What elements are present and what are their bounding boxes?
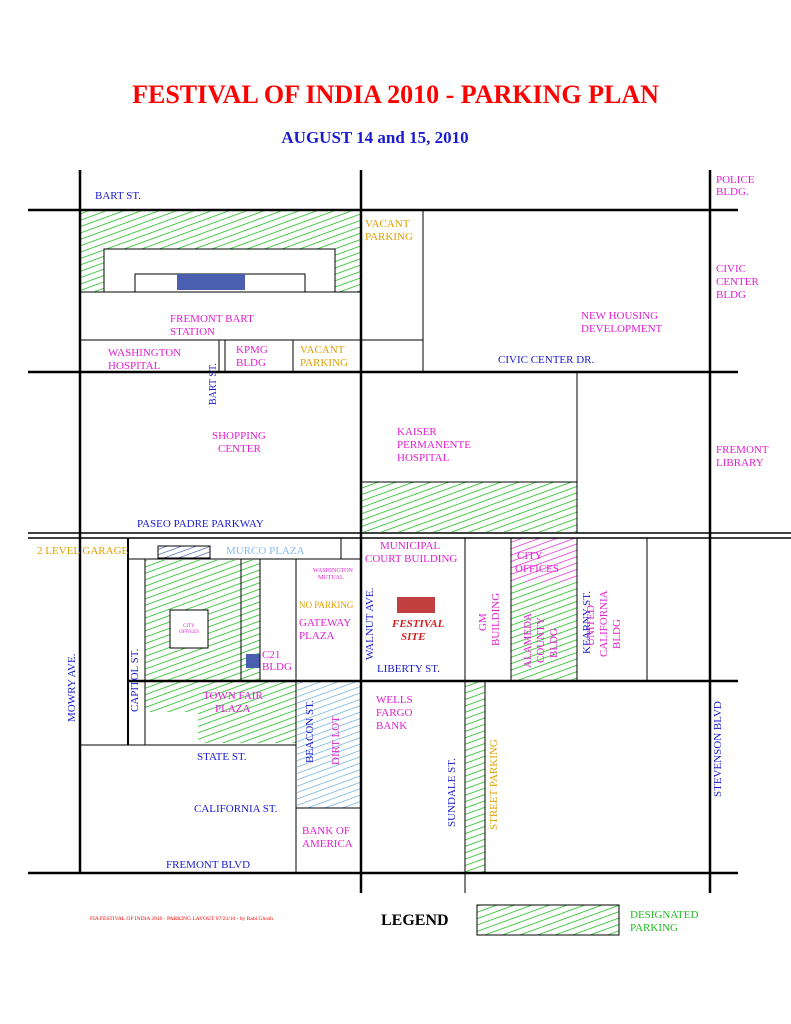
fremont-blvd-label: FREMONT BLVD: [166, 859, 250, 871]
page-subtitle: AUGUST 14 and 15, 2010: [281, 128, 469, 147]
page-title: FESTIVAL OF INDIA 2010 - PARKING PLAN: [132, 80, 659, 109]
capitol-st-label: CAPITOL ST.: [129, 648, 141, 712]
bart-station-marker: [177, 274, 245, 290]
legend-title: LEGEND: [381, 912, 449, 929]
parking-area-town-fair-lower: [198, 712, 296, 743]
parking-area-alameda: [511, 582, 577, 681]
c21-marker: [246, 654, 260, 668]
murco-plaza-label: MURCO PLAZA: [226, 545, 305, 557]
parking-area-town-fair: [145, 682, 296, 712]
credit-line: FIA FESTIVAL OF INDIA 2010 - PARKING LAY…: [90, 916, 273, 922]
civic-center-dr-label: CIVIC CENTER DR.: [498, 354, 595, 366]
sundale-st-label: SUNDALE ST.: [446, 758, 458, 827]
street-parking-label: STREET PARKING: [488, 739, 500, 830]
no-parking-label: NO PARKING: [299, 600, 354, 610]
legend-swatch: [476, 904, 620, 936]
california-st-label: CALIFORNIA ST.: [194, 803, 278, 815]
stevenson-blvd-label: STEVENSON BLVD: [712, 701, 724, 797]
gm-building-label: GMBUILDING: [477, 593, 502, 646]
bart-st-label: BART ST.: [95, 190, 141, 202]
mowry-ave-label: MOWRY AVE.: [66, 653, 78, 722]
dirt-lot-label: DIRT LOT: [330, 716, 342, 765]
bart-st-vertical-label: BART ST.: [208, 363, 219, 405]
walnut-ave-label: WALNUT AVE.: [364, 587, 376, 660]
two-level-garage-area: [157, 545, 211, 559]
state-st-label: STATE ST.: [197, 751, 247, 763]
alameda-county-label: ALAMEDACOUNTYBLDG: [522, 613, 560, 668]
city-offices-left-building: [169, 609, 209, 649]
two-level-garage-label: 2 LEVEL GARAGE: [37, 545, 129, 557]
street-parking-area: [465, 682, 485, 874]
city-offices-right-area: [511, 538, 577, 582]
street-lines: [28, 170, 791, 893]
dirt-lot-area: [297, 682, 361, 808]
united-california-label: UNITEDCALIFORNIABLDG: [585, 590, 623, 657]
kearny-st-label: KEARNY ST.: [581, 591, 593, 654]
beacon-st-label: BEACON ST.: [304, 700, 316, 763]
paseo-padre-label: PASEO PADRE PARKWAY: [137, 518, 264, 530]
liberty-st-label: LIBERTY ST.: [377, 663, 440, 675]
parking-area-kaiser: [362, 482, 577, 532]
street-labels: BART ST. BART ST. CIVIC CENTER DR. PASEO…: [66, 190, 724, 871]
festival-site-marker: [397, 597, 435, 613]
